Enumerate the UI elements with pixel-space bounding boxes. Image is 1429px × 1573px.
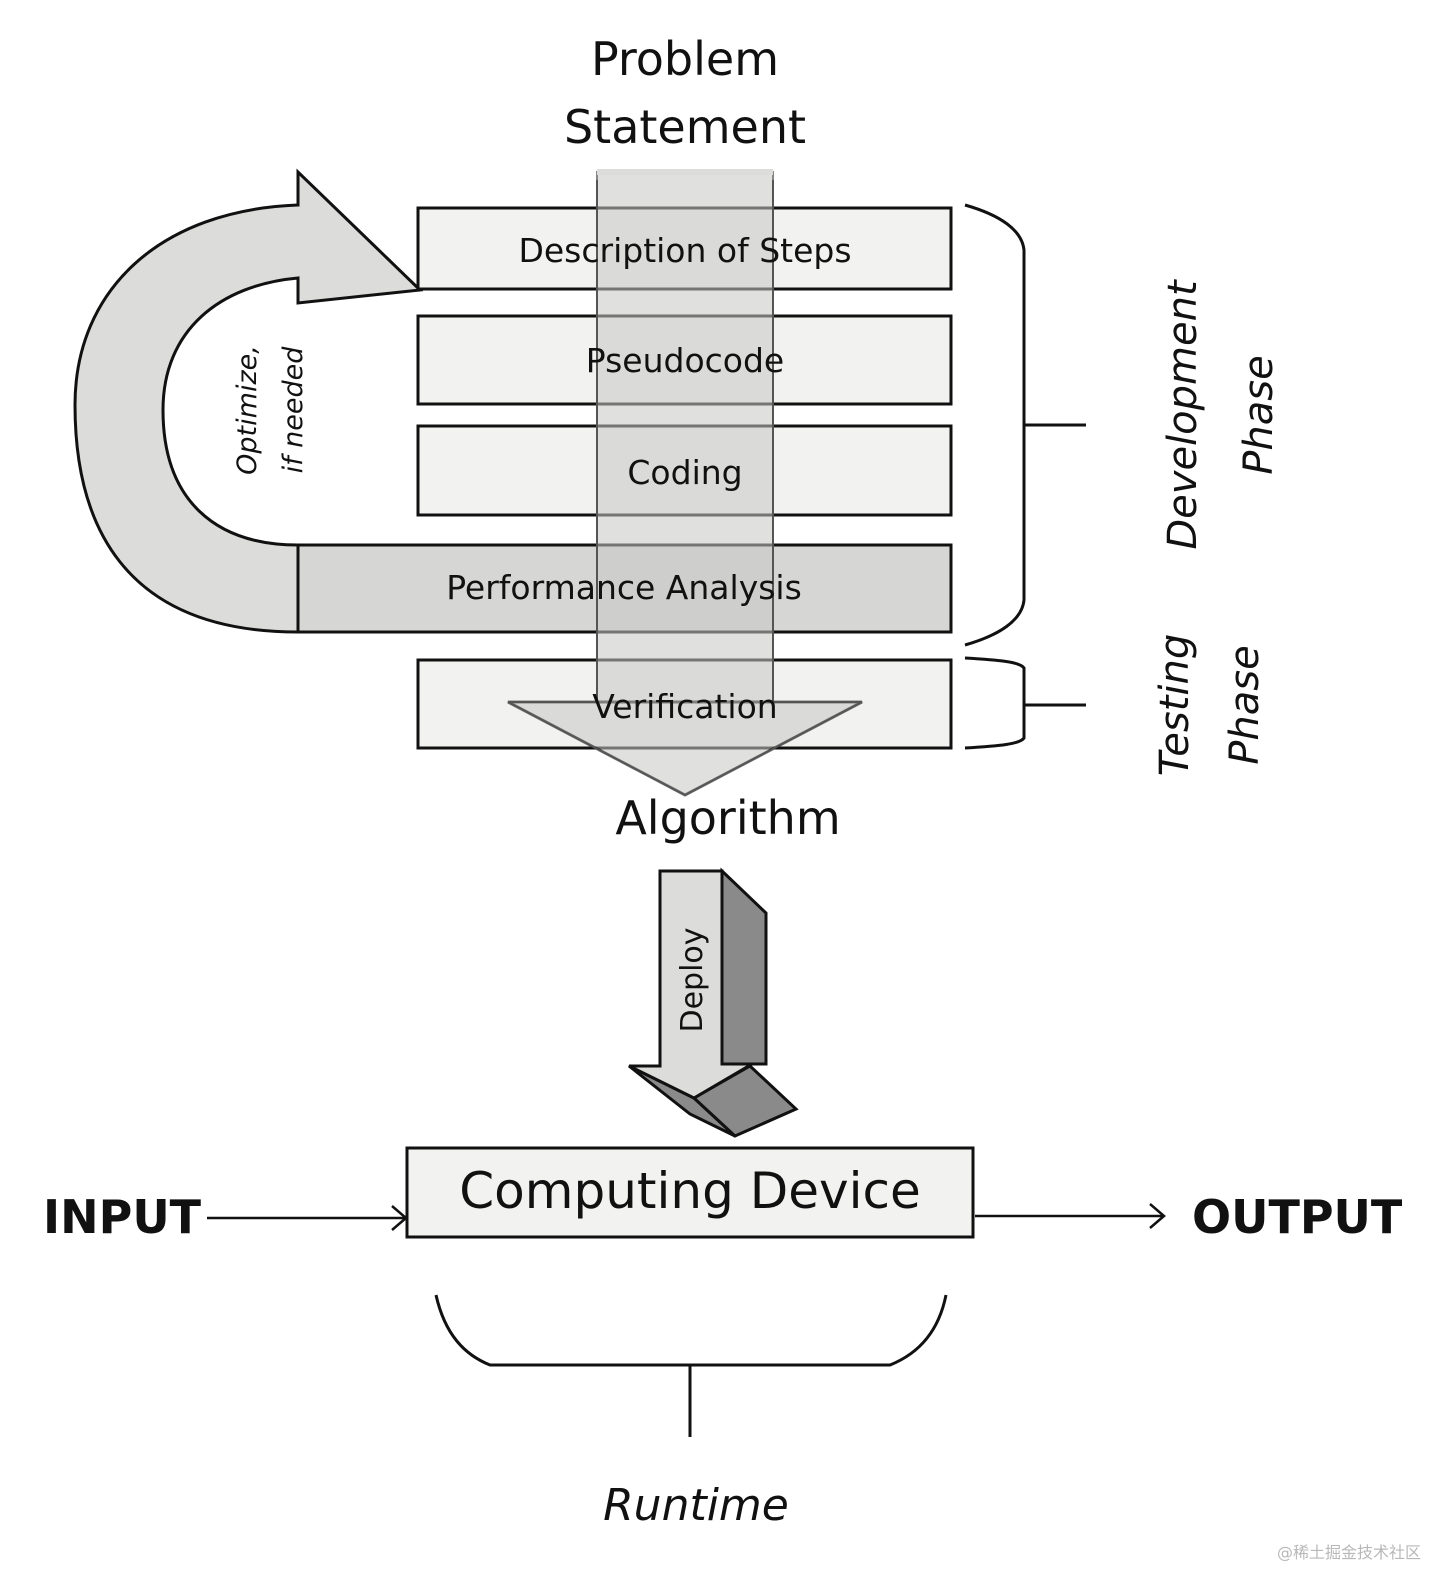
input-arrow-head	[391, 1205, 408, 1231]
watermark: @稀土掘金技术社区	[1276, 1543, 1421, 1562]
optimize-label-line2: if needed	[278, 346, 309, 474]
deploy-label: Deploy	[675, 927, 710, 1032]
runtime-brace	[434, 1294, 948, 1367]
computing-device-box	[405, 1146, 975, 1239]
runtime-label: Runtime	[603, 1480, 789, 1531]
development-phase-label-line1: Development	[1160, 279, 1206, 550]
step-label-pseudocode: Pseudocode	[586, 341, 784, 380]
testing-phase-label-line2: Phase	[1222, 645, 1268, 764]
computing-device-label: Computing Device	[459, 1162, 920, 1220]
step-label-coding: Coding	[627, 453, 742, 492]
step-label-performance-analysis: Performance Analysis	[446, 568, 802, 607]
central-flow-arrow	[507, 171, 863, 797]
input-label: INPUT	[43, 1190, 202, 1244]
output-arrow-head	[1149, 1203, 1166, 1229]
optimize-loop-arrow	[73, 168, 424, 634]
output-label: OUTPUT	[1192, 1190, 1403, 1244]
algorithm-label: Algorithm	[615, 791, 840, 845]
step-label-verification: Verification	[592, 687, 777, 726]
testing-phase-brace	[964, 656, 1026, 750]
development-phase-brace	[964, 203, 1026, 647]
development-phase-label-line2: Phase	[1236, 355, 1282, 474]
testing-phase-label-line1: Testing	[1152, 634, 1198, 776]
step-label-description: Description of Steps	[518, 231, 851, 270]
problem-statement-title-line1: Problem	[591, 32, 779, 86]
optimize-label-line1: Optimize,	[232, 345, 263, 475]
deploy-arrow	[628, 867, 799, 1138]
central-arrow-outline	[507, 180, 863, 797]
problem-statement-title-line2: Statement	[564, 100, 806, 154]
